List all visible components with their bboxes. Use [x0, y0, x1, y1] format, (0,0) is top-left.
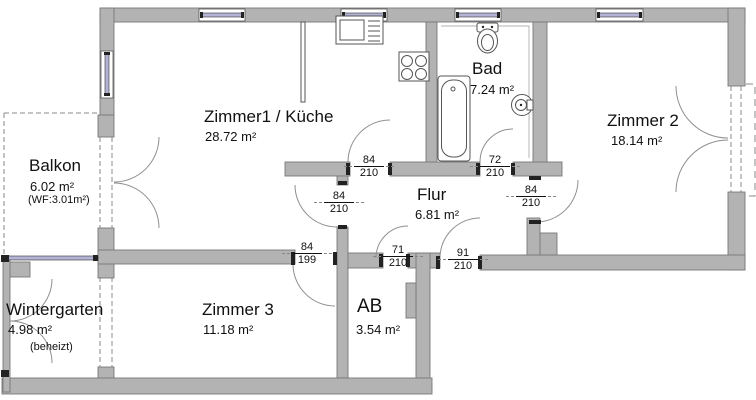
room-label-wintergarten: Wintergarten	[6, 300, 104, 319]
zimmer2-balcony-arc-bottom	[675, 139, 729, 193]
door-height: 199	[297, 254, 317, 266]
room-area-balkon: 6.02 m²	[30, 179, 75, 194]
door-width: 84	[324, 190, 354, 203]
door-width: 91	[448, 247, 478, 260]
room-label-zimmer1-kueche: Zimmer1 / Küche	[204, 107, 334, 126]
door-dim-bad: 72 210	[470, 154, 520, 179]
door-width: 72	[480, 154, 510, 167]
door-dim-entry: 91 210	[438, 247, 488, 272]
entry-door-arc	[439, 217, 481, 259]
fixtures	[300, 15, 534, 162]
bathtub-icon	[437, 75, 471, 162]
door-dim-flur-kueche: 84 210	[344, 154, 394, 179]
kitchen-partition	[300, 21, 306, 103]
window-left-wall	[100, 50, 114, 99]
zimmer2-door-arc	[535, 179, 579, 223]
room-note-balkon: (WF:3.01m²)	[28, 194, 90, 206]
room-label-zimmer3: Zimmer 3	[202, 300, 274, 319]
zimmer2-balcony-edge	[746, 83, 756, 197]
kueche-side-door-arc	[294, 184, 338, 228]
room-area-zimmer3: 11.18 m²	[203, 322, 254, 337]
door-height: 210	[388, 257, 408, 269]
bad-door-arc	[479, 128, 514, 163]
room-label-zimmer2: Zimmer 2	[607, 111, 679, 130]
door-height: 210	[329, 203, 349, 215]
wintergarten-opening	[99, 277, 113, 367]
wintergarten-door-arc-bottom	[9, 320, 53, 364]
flur-kueche-door-arc	[347, 119, 391, 163]
window-zimmer2	[595, 8, 644, 22]
room-label-bad: Bad	[472, 59, 503, 78]
toilet-icon	[476, 22, 499, 54]
door-height: 210	[521, 197, 541, 209]
balcony-door-arc-top	[113, 136, 160, 183]
stove-icon	[398, 51, 430, 82]
room-label-flur: Flur	[417, 185, 447, 204]
room-area-zimmer2: 18.14 m²	[611, 133, 663, 148]
balcony-door-opening	[99, 137, 113, 228]
window-bad	[454, 8, 502, 22]
room-area-bad: 7.24 m²	[470, 82, 515, 97]
washbasin-icon	[511, 94, 534, 116]
balcony-door-arc-bottom	[113, 182, 160, 229]
door-width: 71	[383, 244, 413, 257]
wintergarten-glazing	[1, 255, 99, 377]
zimmer2-balcony-door-opening	[730, 86, 742, 192]
bad-wall-lining	[441, 25, 530, 158]
door-width: 84	[516, 184, 546, 197]
door-dim-zimmer3: 84 199	[282, 241, 332, 266]
door-dim-zimmer2: 84 210	[506, 184, 556, 209]
room-area-zimmer1-kueche: 28.72 m²	[205, 129, 257, 144]
walls	[1, 7, 746, 395]
window-kueche-left	[198, 8, 246, 22]
door-height: 210	[485, 167, 505, 179]
room-note-wintergarten: (beheizt)	[30, 341, 73, 353]
door-width: 84	[354, 154, 384, 167]
door-posts	[291, 163, 541, 269]
wintergarten-door-arc-top	[9, 278, 53, 322]
dashed-outlines	[3, 83, 756, 367]
room-label-ab: AB	[357, 296, 383, 317]
kitchen-sink-icon	[335, 15, 384, 45]
ab-door-arc	[375, 225, 409, 259]
zimmer3-door-arc	[292, 263, 336, 307]
room-label-balkon: Balkon	[29, 156, 81, 175]
windows	[100, 8, 644, 99]
zimmer2-balcony-arc-top	[675, 85, 729, 139]
door-dim-ab: 71 210	[373, 244, 423, 269]
room-area-ab: 3.54 m²	[356, 322, 401, 337]
room-area-wintergarten: 4.98 m²	[8, 322, 53, 337]
door-dim-kueche-side: 84 210	[314, 190, 364, 215]
door-width: 84	[292, 241, 322, 254]
door-height: 210	[453, 260, 473, 272]
door-arcs	[9, 85, 729, 364]
room-area-flur: 6.81 m²	[415, 207, 460, 222]
door-height: 210	[359, 167, 379, 179]
